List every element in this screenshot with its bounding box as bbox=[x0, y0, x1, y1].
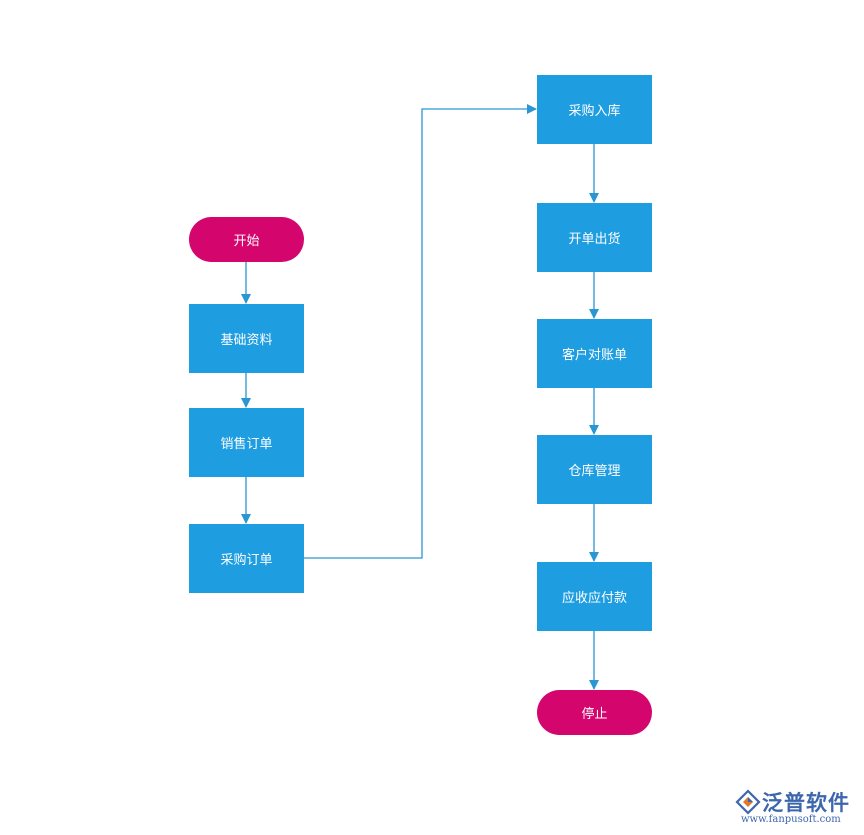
stop-node-label: 停止 bbox=[581, 707, 608, 722]
receivables-payables-node[interactable]: 应收应付款 bbox=[537, 562, 652, 631]
receivables-payables-node-label: 应收应付款 bbox=[561, 591, 627, 606]
start-node[interactable]: 开始 bbox=[189, 217, 304, 262]
purchase-order-node-label: 采购订单 bbox=[220, 553, 273, 568]
shipping-node-label: 开单出货 bbox=[568, 232, 621, 247]
brand-name: 泛普软件 bbox=[762, 791, 850, 815]
stop-node[interactable]: 停止 bbox=[537, 690, 652, 735]
basic-data-node[interactable]: 基础资料 bbox=[189, 304, 304, 373]
brand-logo-icon bbox=[735, 789, 761, 815]
arrow-purchase-order-to-purchase-inbound bbox=[304, 104, 537, 559]
purchase-inbound-node-label: 采购入库 bbox=[568, 104, 621, 119]
customer-statement-node-label: 客户对账单 bbox=[561, 348, 627, 363]
customer-statement-node[interactable]: 客户对账单 bbox=[537, 319, 652, 388]
purchase-order-node[interactable]: 采购订单 bbox=[189, 524, 304, 593]
sales-order-node[interactable]: 销售订单 bbox=[189, 408, 304, 477]
sales-order-node-label: 销售订单 bbox=[220, 437, 273, 452]
start-node-label: 开始 bbox=[233, 234, 260, 249]
brand-watermark: 泛普软件 www.fanpusoft.com bbox=[735, 786, 860, 831]
shipping-node[interactable]: 开单出货 bbox=[537, 203, 652, 272]
warehouse-management-node-label: 仓库管理 bbox=[568, 464, 621, 479]
basic-data-node-label: 基础资料 bbox=[220, 333, 273, 348]
purchase-inbound-node[interactable]: 采购入库 bbox=[537, 75, 652, 144]
brand-url: www.fanpusoft.com bbox=[741, 814, 841, 825]
warehouse-management-node[interactable]: 仓库管理 bbox=[537, 435, 652, 504]
